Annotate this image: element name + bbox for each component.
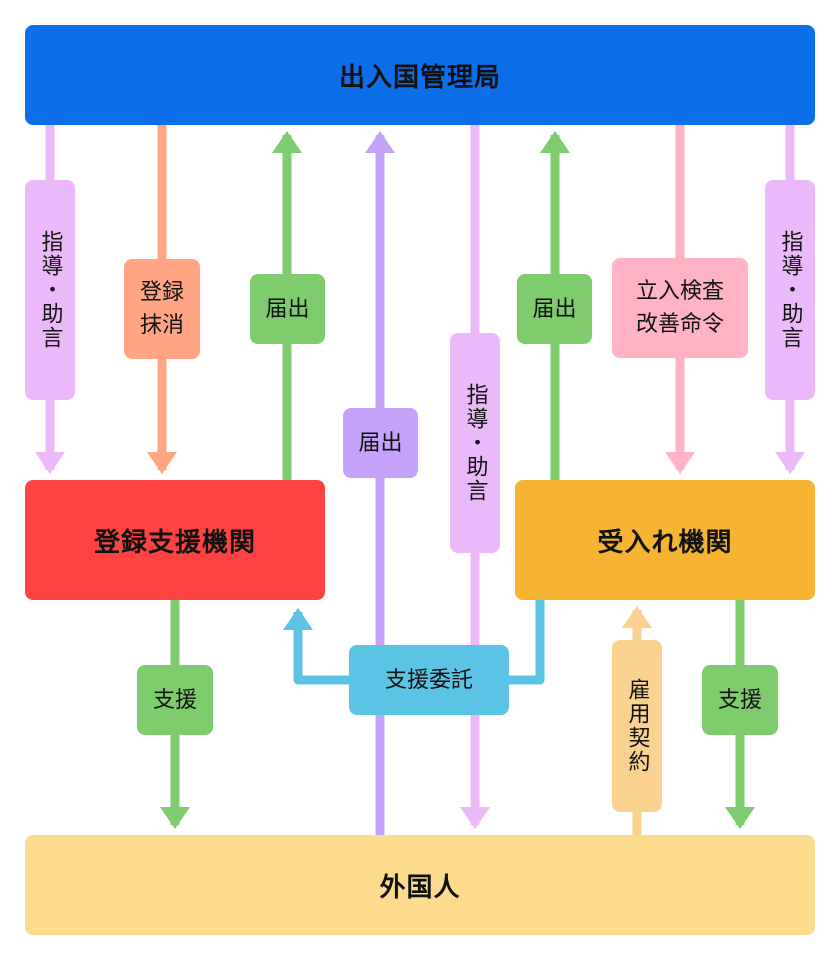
label-support-right: 支援 [702,665,778,735]
label-support-left: 支援 [137,665,213,735]
label-notify-foreigner: 届出 [343,408,418,478]
label-support-entrust: 支援委託 [349,645,509,715]
node-foreign-national: 外国人 [25,835,815,935]
arrow-notify-foreigner [365,131,395,835]
label-guidance-left: 指導・助言 [25,180,75,400]
label-notify-support: 届出 [250,274,325,344]
label-employment-contract: 雇用契約 [612,640,662,812]
label-guidance-center: 指導・助言 [450,333,500,553]
node-registered-support-org: 登録支援機関 [25,480,325,600]
node-host-organization: 受入れ機関 [515,480,815,600]
label-inspection-order: 立入検査 改善命令 [612,258,748,358]
node-immigration-bureau: 出入国管理局 [25,25,815,125]
label-guidance-right: 指導・助言 [765,180,815,400]
label-notify-host: 届出 [517,274,592,344]
label-deregistration: 登録 抹消 [124,259,200,359]
